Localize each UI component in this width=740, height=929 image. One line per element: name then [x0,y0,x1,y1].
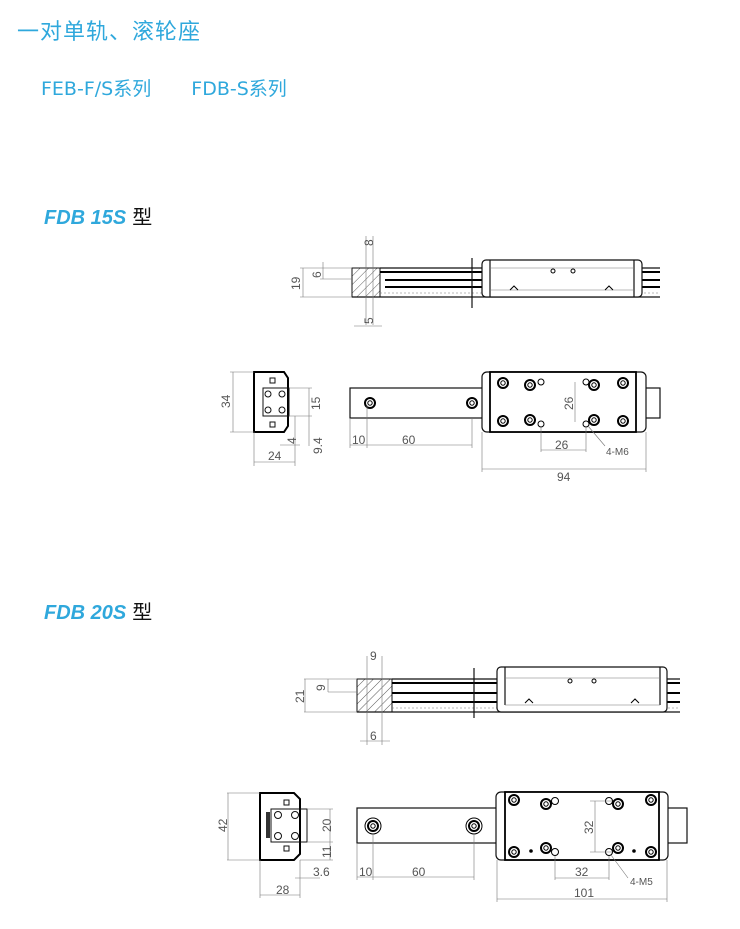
dim-end-offset: 9.4 [311,437,325,454]
page-title: 一对单轨、滚轮座 [17,20,202,45]
side-view-20s: 21 9 9 6 [293,649,680,745]
dim-end-width: 24 [268,449,282,463]
dim-side-top-width: 8 [362,239,376,246]
dim-top-pitch: 60 [402,433,416,447]
dim-side-top-width: 9 [370,649,377,663]
series-fdb: FDB-S系列 [191,78,287,100]
dim-side-upper: 9 [314,684,328,691]
top-view-15s: 10 60 26 26 4-M6 94 [349,371,661,484]
dim-side-upper: 6 [310,271,324,278]
dim-side-bottom-width: 5 [362,317,376,324]
dim-top-pitch: 60 [412,865,426,879]
dim-end-rail: 15 [309,396,323,410]
series-feb: FEB-F/S系列 [41,78,152,100]
dim-end-height: 34 [219,394,233,408]
dim-top-thread: 4-M6 [606,447,629,458]
dim-side-bottom-width: 6 [370,729,377,743]
dim-top-edge: 10 [359,865,373,879]
dim-top-thread: 4-M5 [630,877,653,888]
dim-side-height: 19 [289,276,303,290]
dim-top-length: 94 [557,470,571,484]
end-view-20s: 42 20 11 3.6 28 [216,792,334,898]
series-subtitle: FEB-F/S系列 FDB-S系列 [41,74,321,101]
dim-end-rail: 20 [320,818,334,832]
dim-top-hole-y: 26 [562,396,576,410]
dim-top-hole-x: 26 [555,438,569,452]
dim-end-gap: 3.6 [313,865,330,879]
dim-top-hole-x: 32 [575,865,589,879]
end-view-15s: 34 15 9.4 4 24 [219,371,325,466]
dim-end-width: 28 [276,883,290,897]
dim-top-hole-y: 32 [582,820,596,834]
dim-top-length: 101 [574,886,594,900]
dim-end-height: 42 [216,818,230,832]
dim-top-edge: 10 [352,433,366,447]
dim-end-offset: 11 [320,845,334,858]
side-view-15s: 19 6 8 5 [289,236,660,327]
dim-end-gap: 4 [285,437,299,444]
top-view-20s: 10 60 32 32 4-M5 101 [356,791,688,902]
dim-side-height: 21 [293,689,307,703]
